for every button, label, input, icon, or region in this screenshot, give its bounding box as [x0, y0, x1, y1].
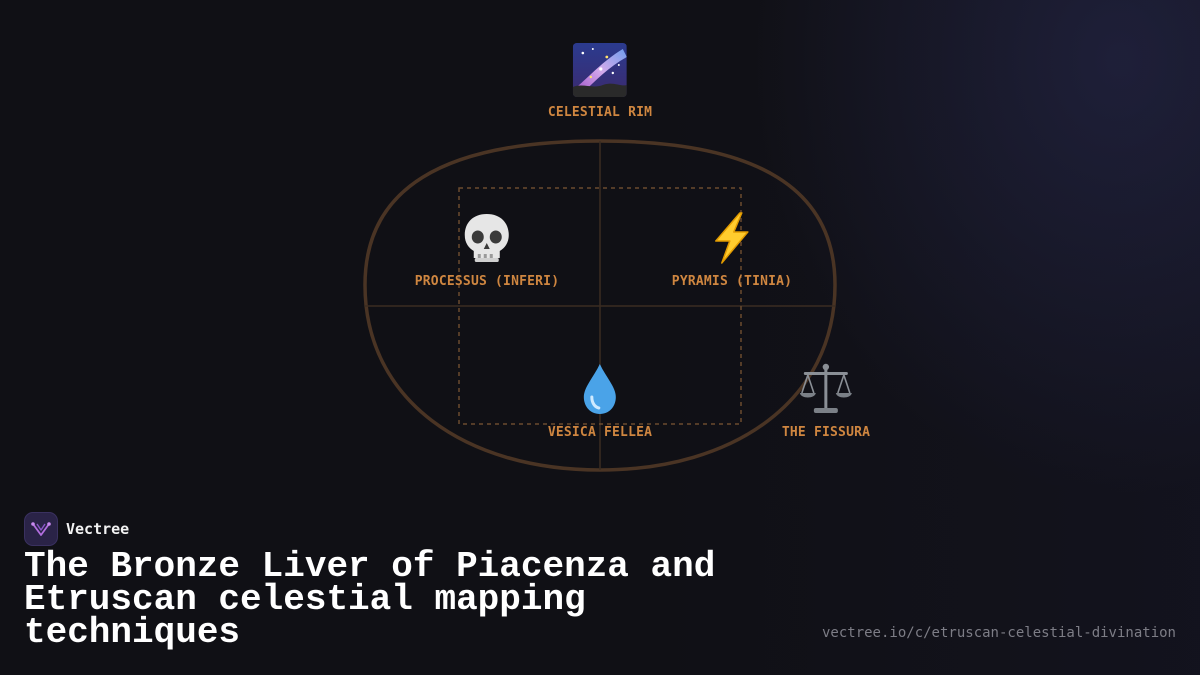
brand[interactable]: Vectree [24, 512, 129, 546]
vectree-logo-icon [24, 512, 58, 546]
balance-scale-icon [798, 361, 854, 417]
lightning-bolt-icon [704, 210, 760, 266]
node-celestial-rim: CELESTIAL RIM [548, 43, 652, 120]
page-url[interactable]: vectree.io/c/etruscan-celestial-divinati… [821, 625, 1176, 641]
node-pyramis: PYRAMIS (TINIA) [672, 210, 792, 289]
node-label: PYRAMIS (TINIA) [671, 274, 793, 289]
node-label: THE FISSURA [781, 425, 871, 440]
page-title: The Bronze Liver of Piacenza and Etrusca… [24, 546, 716, 653]
templum-dashed-square [458, 187, 742, 425]
milky-way-icon [572, 43, 627, 97]
node-fissura: THE FISSURA [782, 361, 870, 440]
node-label: VESICA FELLEA [547, 425, 653, 440]
node-label: PROCESSUS (INFERI) [414, 274, 560, 289]
droplet-icon [572, 361, 628, 417]
node-processus: PROCESSUS (INFERI) [415, 210, 559, 289]
skull-icon [459, 210, 515, 266]
node-label: CELESTIAL RIM [547, 105, 653, 120]
brand-name: Vectree [66, 520, 130, 538]
node-vesica-fellea: VESICA FELLEA [548, 361, 652, 440]
